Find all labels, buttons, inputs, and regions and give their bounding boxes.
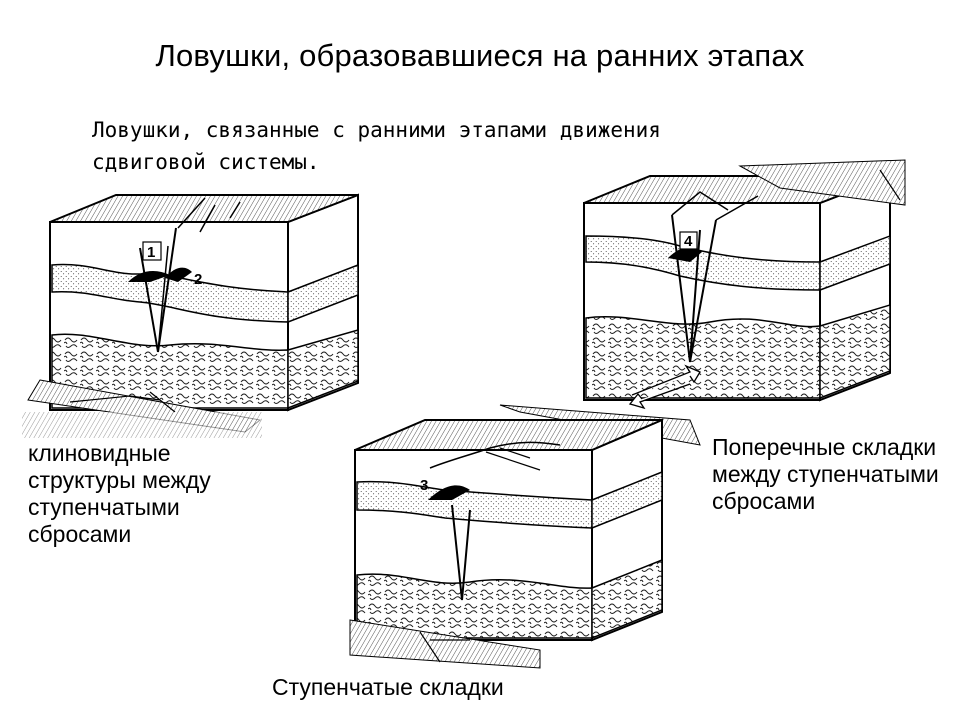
block-diagram-2: 4 [583, 174, 891, 402]
label-2: 2 [194, 271, 202, 288]
block-diagram-3: 3 [354, 418, 663, 642]
map-strip-2 [738, 159, 906, 206]
slide-title: Ловушки, образовавшиеся на ранних этапах [155, 38, 805, 73]
block-diagram-1: 1 2 [49, 193, 359, 412]
label-3: 3 [420, 477, 428, 494]
motion-arrows [628, 364, 701, 410]
caption-bottom: Ступенчатые складки [272, 674, 504, 700]
slide-subtitle: Ловушки, связанные с ранними этапами дви… [92, 118, 661, 174]
caption-left: клиновидные структуры между ступенчатыми… [28, 440, 211, 547]
caption-right: Поперечные складки между ступенчатыми сб… [712, 434, 939, 514]
label-4: 4 [684, 233, 693, 250]
label-1: 1 [147, 244, 155, 261]
map-strip-4 [349, 619, 541, 669]
